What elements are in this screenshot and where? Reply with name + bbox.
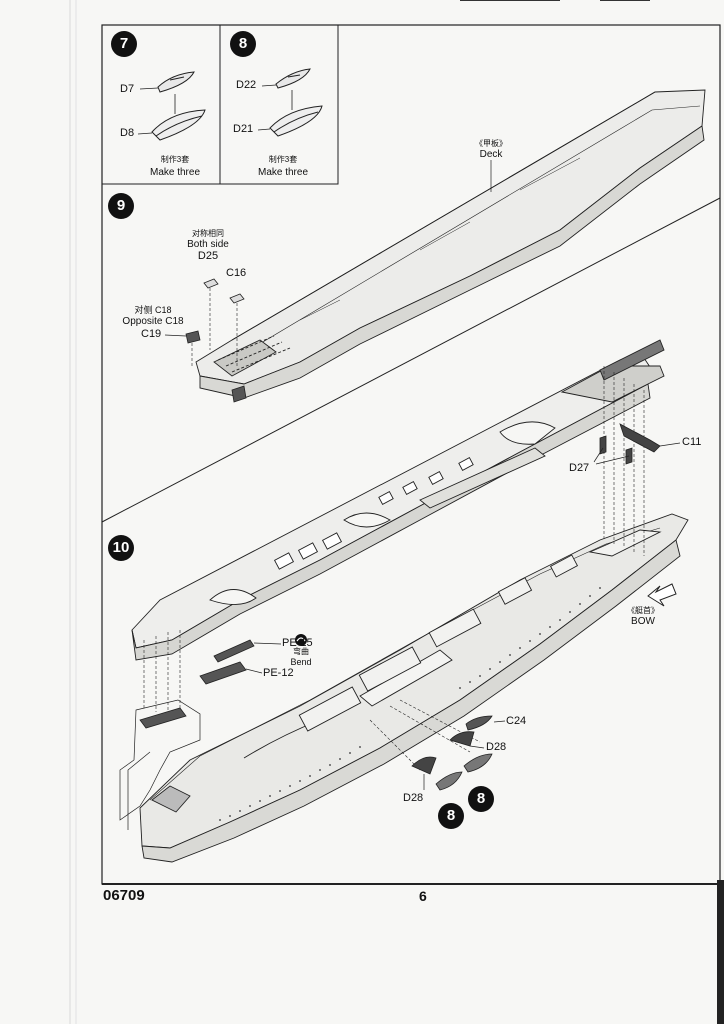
step9-both-side-cn: 对称相同 xyxy=(192,229,224,238)
step7-label-d8: D8 xyxy=(120,127,135,139)
step10-bend-cn: 弯曲 xyxy=(293,647,309,656)
bend-icon xyxy=(295,634,307,646)
step10-bow-cn: 《艇首》 xyxy=(627,606,659,615)
step8-label-d21: D21 xyxy=(233,123,254,135)
step-9-number: 9 xyxy=(108,193,134,219)
step9-label-d25: D25 xyxy=(197,250,219,262)
document-code: 06709 xyxy=(103,887,145,904)
step-7-number: 7 xyxy=(111,31,137,57)
step9-both-side-en: Both side xyxy=(187,239,229,250)
bow-direction-arrow-icon xyxy=(647,583,677,607)
step9-opposite-cn: 对侧 C18 xyxy=(134,305,172,315)
step8-part-d22 xyxy=(275,68,311,89)
step7-note-cn: 制作3套 xyxy=(160,155,190,164)
step10-ref-boat-b xyxy=(463,753,493,773)
step-8-number: 8 xyxy=(230,31,256,57)
step10-hull xyxy=(139,513,689,863)
step10-ref-step-8-a: 8 xyxy=(438,803,464,829)
step10-part-pe12 xyxy=(199,661,263,685)
step9-label-c19: C19 xyxy=(141,328,162,340)
step9-opposite-en: Opposite C18 xyxy=(122,316,184,327)
step-10-number: 10 xyxy=(108,535,134,561)
step7-part-d8 xyxy=(151,109,206,141)
step9-part-c19 xyxy=(185,330,201,344)
step10-label-d27: D27 xyxy=(569,462,590,474)
step10-label-pe15: PE-15 xyxy=(282,637,313,649)
step9-flight-deck xyxy=(195,89,706,399)
step9-deck-en: Deck xyxy=(479,149,503,160)
step8-label-d22: D22 xyxy=(236,79,257,91)
step8-note-cn: 制作3套 xyxy=(268,155,298,164)
step7-part-d7 xyxy=(157,71,195,93)
step10-ref-boat-a xyxy=(435,771,463,791)
step9-deck-cn: 《甲板》 xyxy=(475,139,507,148)
step10-part-c11 xyxy=(619,423,681,453)
step10-bend-en: Bend xyxy=(290,657,312,667)
step7-label-d7: D7 xyxy=(120,83,135,95)
step10-label-c24: C24 xyxy=(506,715,527,727)
step7-note-en: Make three xyxy=(149,167,201,178)
step8-part-d21 xyxy=(269,105,323,137)
step10-label-d28-right: D28 xyxy=(486,741,507,753)
step10-part-c24 xyxy=(465,715,493,731)
page-number: 6 xyxy=(419,888,427,904)
step9-part-d25 xyxy=(203,278,219,289)
step10-part-d28-right xyxy=(449,731,475,747)
step10-part-d28-left xyxy=(411,756,437,775)
step8-note-en: Make three xyxy=(257,167,309,178)
step10-label-c11: C11 xyxy=(682,436,702,448)
step10-stern-supports xyxy=(139,707,187,729)
step10-label-d28-left: D28 xyxy=(403,792,424,804)
step10-label-pe12: PE-12 xyxy=(263,667,294,679)
step10-upper-deck xyxy=(131,339,665,661)
step10-ref-step-8-b: 8 xyxy=(468,786,494,812)
step10-bow-en: BOW xyxy=(631,616,655,627)
step9-label-c16: C16 xyxy=(226,267,247,279)
step9-part-c16 xyxy=(229,293,245,304)
step10-part-pe15 xyxy=(213,639,282,663)
